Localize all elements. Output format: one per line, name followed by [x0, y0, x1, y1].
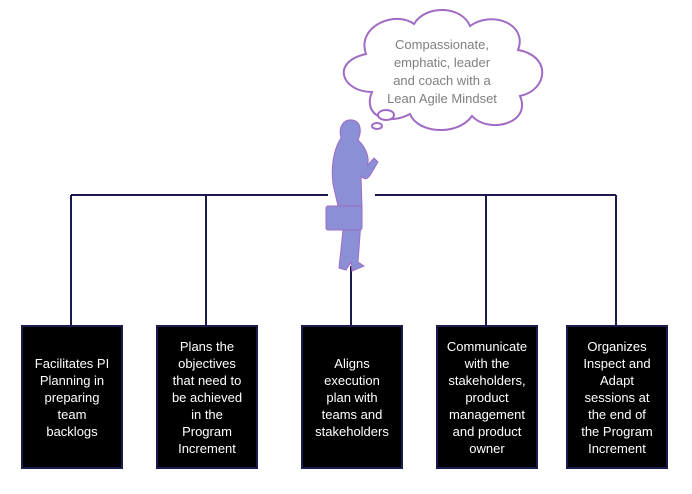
box-line: Organizes [587, 338, 647, 354]
box-line: Increment [178, 440, 236, 456]
box-line: with the [464, 355, 510, 371]
thought-line: Compassionate, [395, 37, 489, 52]
box-line: execution [324, 372, 380, 388]
thought-line: and coach with a [393, 73, 491, 88]
thought-dot-small [371, 122, 383, 130]
box-line: Inspect and [583, 355, 651, 371]
box-line: the end of [588, 406, 646, 422]
box-line: Plans the [179, 338, 235, 354]
thought-bubble-text: Compassionate, emphatic, leader and coac… [372, 36, 512, 108]
box-line: sessions at [584, 389, 650, 405]
box-line: the Program [581, 423, 653, 439]
box-line: Communicate [446, 338, 528, 354]
thought-dot-large [377, 109, 395, 121]
thought-bubble [342, 9, 544, 131]
role-box-aligns-execution: Aligns execution plan with teams and sta… [301, 325, 403, 469]
box-line: that need to [172, 372, 242, 388]
box-line: owner [469, 440, 505, 456]
box-line: objectives [178, 355, 236, 371]
box-line: preparing [44, 389, 100, 405]
box-line: Aligns [334, 355, 370, 371]
figure-body [331, 119, 379, 272]
box-label: Plans the objectives that need to be ach… [158, 338, 256, 457]
role-box-organizes-inspect-adapt: Organizes Inspect and Adapt sessions at … [566, 325, 668, 469]
thought-line: emphatic, leader [393, 55, 491, 70]
role-box-facilitates-pi-planning: Facilitates PI Planning in preparing tea… [21, 325, 123, 469]
role-box-communicate: Communicate with the stakeholders, produ… [436, 325, 538, 469]
box-line: Facilitates PI [34, 355, 110, 371]
box-line: Increment [588, 440, 646, 456]
role-box-plans-objectives: Plans the objectives that need to be ach… [156, 325, 258, 469]
box-label: Aligns execution plan with teams and sta… [303, 355, 401, 440]
briefcase [325, 205, 363, 231]
box-line: in the [191, 406, 223, 422]
box-label: Communicate with the stakeholders, produ… [438, 338, 536, 457]
box-line: Adapt [600, 372, 634, 388]
box-line: backlogs [46, 423, 98, 439]
connector-lines [70, 194, 617, 326]
box-line: management [449, 406, 525, 422]
box-line: stakeholders, [448, 372, 526, 388]
businessman-silhouette-icon [325, 119, 379, 272]
box-line: teams and [321, 406, 383, 422]
thought-cloud [342, 9, 544, 131]
box-label: Facilitates PI Planning in preparing tea… [23, 355, 121, 440]
box-line: team [57, 406, 87, 422]
box-line: and product [452, 423, 522, 439]
box-line: Planning in [39, 372, 105, 388]
thought-line: Lean Agile Mindset [387, 91, 497, 106]
box-line: product [465, 389, 509, 405]
box-line: plan with [326, 389, 378, 405]
box-label: Organizes Inspect and Adapt sessions at … [568, 338, 666, 457]
box-line: Program [182, 423, 232, 439]
box-line: stakeholders [315, 423, 389, 439]
box-line: be achieved [171, 389, 243, 405]
